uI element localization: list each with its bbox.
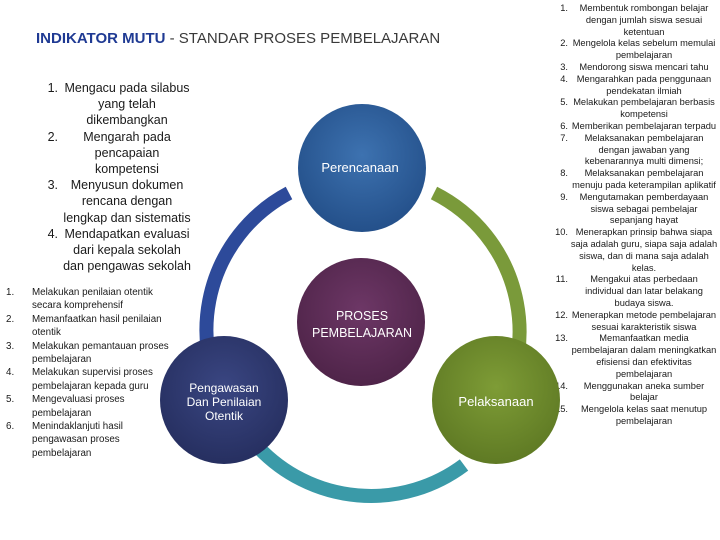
page-title: INDIKATOR MUTU - STANDAR PROSES PEMBELAJ… (36, 30, 440, 47)
list-item: 13.Memanfaatkan media pembelajaran dalam… (528, 333, 718, 380)
list-item: 11. Mengakui atas perbedaan individual da… (528, 274, 718, 309)
list-item-text: Menggunakan aneka sumber belajar (583, 380, 705, 403)
list-item-number: 10. (555, 227, 568, 238)
list-item-number: 5. (6, 394, 15, 406)
list-item-number: 1. (560, 3, 568, 13)
list-item-number: 11. (555, 274, 568, 285)
list-item-text: Melakukan penilaian otentik secara kompr… (32, 287, 153, 312)
list-item: 1. Mengacu pada silabus yang telah dikemb… (30, 80, 192, 129)
list-item-text: Mengarahkan pada penggunaan pendekatan i… (576, 73, 712, 96)
list-item: 4. Mengarahkan pada penggunaan pendekatan… (528, 74, 718, 98)
list-item: 6.Memberikan pembelajaran terpadu (528, 121, 718, 133)
list-item-number: 3. (560, 61, 568, 72)
execution-list: 1. Membentuk rombongan belajar dengan jum… (528, 3, 718, 428)
list-item-text: Mengakui atas perbedaan individual dan l… (585, 274, 703, 308)
list-item: 1. Membentuk rombongan belajar dengan jum… (528, 3, 718, 38)
list-item-number: 4. (6, 367, 15, 379)
list-item: 5. Mengevaluasi proses pembelajaran (6, 393, 176, 420)
list-item-number: 1. (6, 287, 15, 298)
list-item: 4. Mendapatkan evaluasi dari kepala sekol… (30, 226, 192, 275)
planning-circle (298, 104, 426, 232)
list-item-text: Mengelola kelas saat menutup pembelajara… (580, 404, 708, 426)
list-item-number: 15. (555, 404, 568, 415)
list-item-text: Menindaklanjuti hasil pengawasan proses … (32, 421, 123, 459)
list-item-text: Melakukan pemantauan proses pembelajaran (32, 340, 169, 366)
list-item: 2. Mengarah pada pencapaian kompetensi (30, 129, 192, 178)
list-item: 1. Melakukan penilaian otentik secara kom… (6, 286, 176, 313)
list-item-text: Melaksanakan pembelajaran menuju pada ke… (572, 168, 716, 190)
list-item-text: Menerapkan prinsip bahwa siapa saja adal… (570, 227, 718, 273)
execution-circle (432, 336, 560, 464)
list-item: 2. Mengelola kelas sebelum memulai pembel… (528, 38, 718, 62)
list-item: 14. Menggunakan aneka sumber belajar (528, 381, 718, 405)
list-item-text: Melaksanakan pembelajaran dengan jawaban… (584, 132, 704, 167)
list-item-number: 6. (560, 120, 568, 131)
list-item: 5. Melakukan pembelajaran berbasis kompet… (528, 97, 718, 121)
list-item: 15. Mengelola kelas saat menutup pembelaj… (528, 404, 718, 428)
list-item-number: 4. (560, 73, 568, 84)
list-item-text: Memberikan pembelajaran terpadu (571, 120, 717, 131)
list-item: 12.Menerapkan metode pembelajaran sesuai… (528, 310, 718, 334)
list-item-number: 12. (555, 309, 568, 320)
list-item-number: 2. (560, 38, 568, 49)
list-item-text: Melakukan pembelajaran berbasis kompeten… (573, 97, 715, 120)
list-item-number: 7. (560, 132, 568, 143)
list-item-number: 5. (560, 97, 568, 108)
list-item-text: Menyusun dokumen rencana dengan lengkap … (63, 178, 191, 225)
evaluation-list: 1. Melakukan penilaian otentik secara kom… (6, 286, 176, 460)
list-item: 3. Menyusun dokumen rencana dengan lengka… (30, 177, 192, 226)
list-item-text: Mendapatkan evaluasi dari kepala sekolah… (63, 226, 191, 274)
planning-label: Perencanaan (321, 160, 399, 175)
list-item-number: 6. (6, 421, 15, 433)
list-item-number: 9. (560, 191, 568, 202)
list-item-number: 3. (47, 178, 58, 193)
list-item-text: Mengelola kelas sebelum memulai pembelaj… (572, 38, 716, 61)
list-item: 2. Memanfaatkan hasil penilaian otentik (6, 313, 176, 340)
list-item: 3. Melakukan pemantauan proses pembelajar… (6, 340, 176, 367)
list-item-text: Mengutamakan pemberdayaan siswa sebagai … (579, 191, 709, 226)
list-item-number: 1. (47, 81, 58, 95)
ring-arc-teal (252, 442, 469, 503)
planning-list: 1. Mengacu pada silabus yang telah dikemb… (30, 80, 192, 274)
list-item: 3. Mendorong siswa mencari tahu (528, 62, 718, 74)
list-item-number: 3. (6, 340, 15, 352)
list-item-number: 14. (555, 380, 568, 391)
center-circle (297, 258, 425, 386)
list-item-text: Memanfaatkan media pembelajaran dalam me… (571, 333, 717, 379)
execution-label: Pelaksanaan (458, 394, 534, 409)
list-item: 7. Melaksanakan pembelajaran dengan jawab… (528, 133, 718, 168)
title-rest: - STANDAR PROSES PEMBELAJARAN (165, 30, 441, 47)
center-label: PROSES PEMBELAJARAN (311, 309, 413, 340)
list-item: 6. Menindaklanjuti hasil pengawasan prose… (6, 420, 176, 460)
list-item-number: 13. (555, 333, 568, 344)
evaluation-label: Pengawasan Dan Penilaian Otentik (186, 381, 262, 423)
list-item-number: 2. (6, 313, 15, 325)
list-item-text: Memanfaatkan hasil penilaian otentik (32, 313, 162, 339)
list-item: 9. Mengutamakan pemberdayaan siswa sebaga… (528, 192, 718, 227)
list-item-text: Membentuk rombongan belajar dengan jumla… (579, 3, 709, 37)
list-item-text: Menerapkan metode pembelajaran sesuai ka… (571, 309, 717, 332)
list-item: 4. Melakukan supervisi proses pembelajara… (6, 366, 176, 393)
list-item-number: 8. (560, 168, 568, 179)
list-item-text: Mendorong siswa mencari tahu (579, 61, 709, 72)
list-item-text: Mengacu pada silabus yang telah dikemban… (64, 81, 190, 128)
list-item-text: Mengarah pada pencapaian kompetensi (83, 129, 171, 177)
list-item-number: 2. (47, 129, 58, 144)
list-item-text: Mengevaluasi proses pembelajaran (32, 394, 125, 419)
list-item-number: 4. (47, 226, 58, 241)
evaluation-circle (160, 336, 288, 464)
list-item: 10.Menerapkan prinsip bahwa siapa saja a… (528, 227, 718, 274)
list-item-text: Melakukan supervisi proses pembelajaran … (32, 367, 153, 392)
list-item: 8. Melaksanakan pembelajaran menuju pada … (528, 168, 718, 192)
title-highlight: INDIKATOR MUTU (36, 30, 166, 47)
